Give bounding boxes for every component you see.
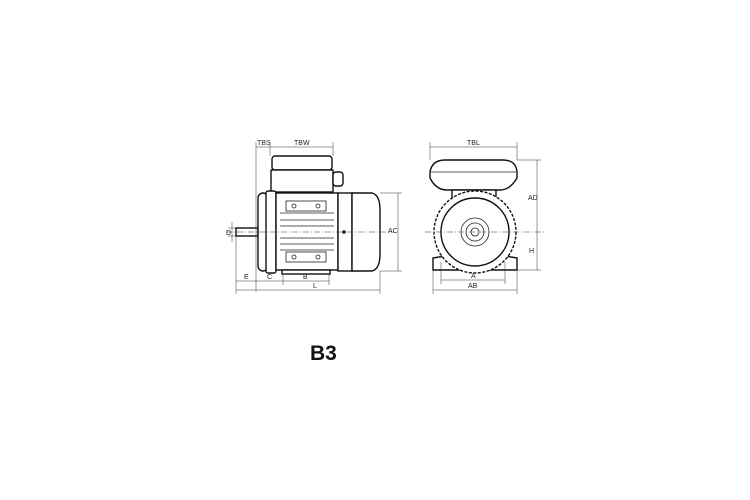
label-ab: AB bbox=[468, 283, 478, 290]
label-ad: AD bbox=[528, 195, 538, 202]
terminal-box-lid bbox=[271, 155, 333, 171]
label-a: A bbox=[471, 273, 476, 280]
foot bbox=[281, 269, 331, 275]
label-c: C bbox=[267, 274, 272, 281]
side-dimensions bbox=[228, 142, 402, 294]
label-b: B bbox=[303, 274, 308, 281]
cable-gland bbox=[332, 171, 344, 187]
mounting-type-caption: B3 bbox=[310, 342, 337, 365]
label-tbw: TBW bbox=[294, 140, 310, 147]
label-tbs: TBS bbox=[257, 140, 271, 147]
front-view: TBL AD H A AB bbox=[425, 140, 545, 294]
label-d: D bbox=[226, 230, 231, 237]
terminal-box bbox=[270, 169, 334, 193]
motor-body bbox=[275, 192, 339, 271]
terminal-box-top bbox=[429, 159, 518, 191]
label-tbl: TBL bbox=[467, 140, 480, 147]
label-ac: AC bbox=[388, 228, 398, 235]
side-view: TBS TBW D AC E C B L bbox=[226, 140, 402, 294]
label-e: E bbox=[244, 274, 249, 281]
front-dimensions bbox=[429, 142, 541, 294]
label-h: H bbox=[529, 248, 534, 255]
cooling-fins bbox=[280, 200, 334, 263]
label-l: L bbox=[313, 283, 317, 290]
